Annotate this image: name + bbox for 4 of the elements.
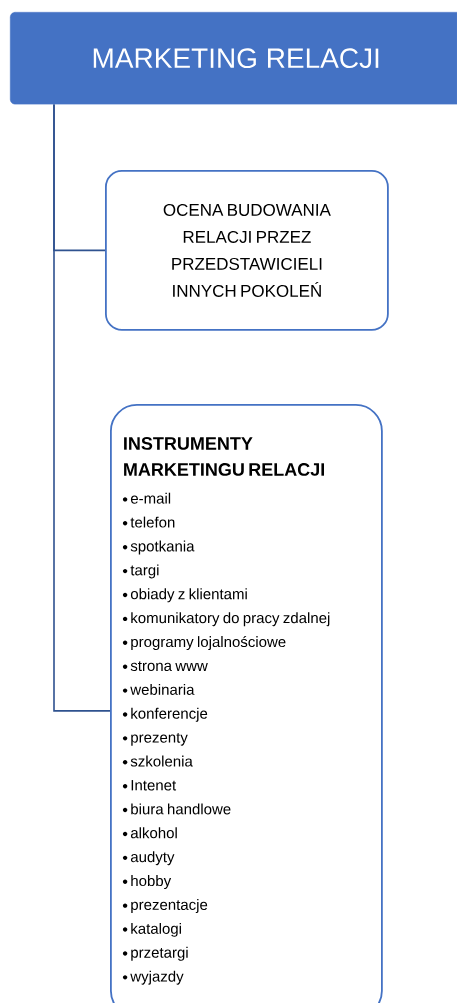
list-box: INSTRUMENTY MARKETINGU RELACJI e-mail telefon spotkania targi obiady z klientami komunikatory do pracy zdalnej programy lojalnościowe strona www webinaria konferencje prezenty szkolenia Intenet biura handlowe alkohol audyty hobby prezentacje katalogi przetargi wyjazdy — [110, 404, 383, 1003]
connector-line — [53, 103, 111, 712]
header-box: MARKETING RELACJI — [10, 12, 457, 105]
process-box: OCENA BUDOWANIA RELACJI PRZEZ PRZEDSTAWICIELI INNYCH POKOLEŃ — [105, 170, 389, 331]
